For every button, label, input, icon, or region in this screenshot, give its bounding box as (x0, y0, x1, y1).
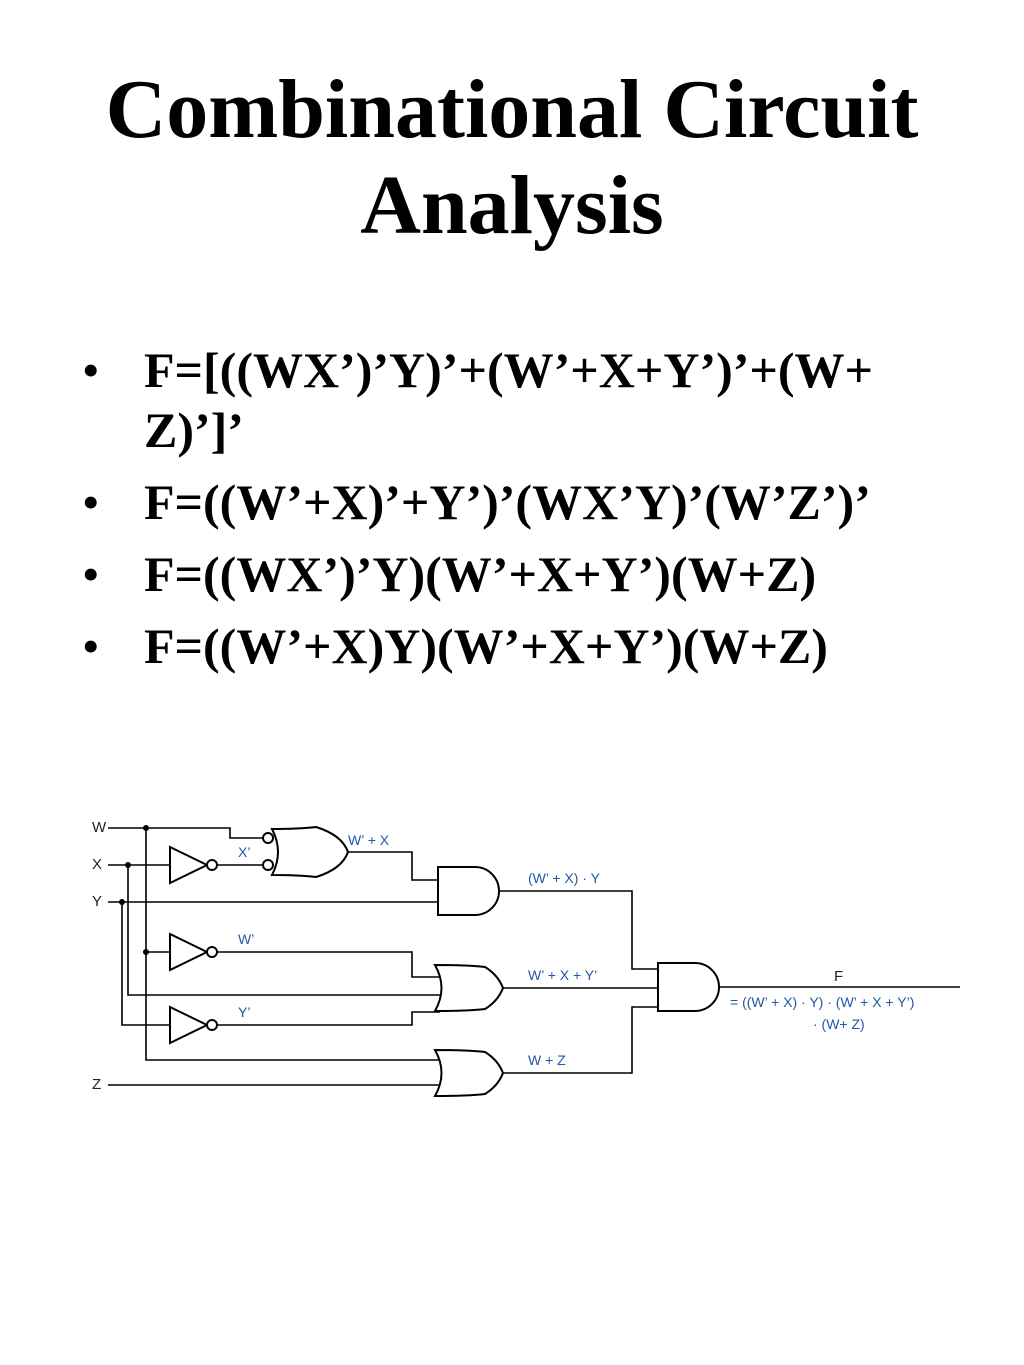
label-or1-out: W’ + X (348, 832, 390, 848)
label-output-expr-1: = ((W’ + X) · Y) · (W’ + X + Y’) (730, 994, 914, 1010)
equation-2: F=((W’+X)’+Y’)’(WX’Y)’(W’Z’)’ (144, 474, 871, 530)
wire-w-not (217, 951, 440, 978)
wire-x-bus (127, 865, 440, 996)
junction-dot (119, 899, 125, 905)
not-gate-x (169, 845, 218, 885)
wire-or1-out (348, 851, 438, 881)
and-gate-final (657, 962, 720, 1012)
wire-y-not (217, 1011, 440, 1026)
input-label-y: Y (92, 893, 102, 910)
equation-item-3: • F=((WX’)’Y)(W’+X+Y’)(W+Z) (82, 544, 942, 604)
or-gate-3 (433, 1048, 505, 1098)
equation-item-4: • F=((W’+X)Y)(W’+X+Y’)(W+Z) (82, 616, 942, 676)
label-y-not: Y’ (238, 1004, 250, 1020)
or-gate-1 (262, 825, 350, 879)
equation-item-1: • F=[((WX’)’Y)’+(W’+X+Y’)’+(W+ Z)’]’ (82, 340, 942, 460)
bullet-icon: • (82, 342, 100, 398)
equation-1-line-2: Z)’]’ (144, 402, 244, 458)
bullet-icon: • (82, 474, 100, 530)
title-line-1: Combinational Circuit (105, 63, 919, 156)
label-output-expr-2: · (W+ Z) (813, 1016, 865, 1032)
logic-circuit-diagram: W X Y Z (92, 819, 960, 1098)
title-line-2: Analysis (360, 159, 664, 252)
page-title: Combinational Circuit Analysis (0, 62, 1024, 254)
label-or3-out: W + Z (528, 1052, 566, 1068)
label-output-f: F (834, 968, 843, 985)
equation-list: • F=[((WX’)’Y)’+(W’+X+Y’)’+(W+ Z)’]’ • F… (82, 340, 942, 688)
equation-4: F=((W’+X)Y)(W’+X+Y’)(W+Z) (144, 618, 828, 674)
bullet-icon: • (82, 546, 100, 602)
junction-dot (125, 862, 131, 868)
input-label-w: W (92, 819, 107, 836)
label-x-not: X’ (238, 844, 250, 860)
input-label-x: X (92, 856, 102, 873)
equation-3: F=((WX’)’Y)(W’+X+Y’)(W+Z) (144, 546, 817, 602)
not-gate-w (169, 932, 218, 972)
label-and1-out: (W’ + X) · Y (528, 870, 601, 886)
bullet-icon: • (82, 618, 100, 674)
label-or2-out: W’ + X + Y’ (528, 967, 597, 983)
or-gate-2 (433, 963, 505, 1013)
equation-item-2: • F=((W’+X)’+Y’)’(WX’Y)’(W’Z’)’ (82, 472, 942, 532)
equation-1-line-1: F=[((WX’)’Y)’+(W’+X+Y’)’+(W+ (144, 342, 874, 398)
and-gate-1 (437, 866, 500, 916)
input-label-z: Z (92, 1076, 101, 1093)
wire-and1-out (499, 890, 658, 970)
junction-dot (143, 825, 149, 831)
wire-y-bus (121, 902, 170, 1026)
wire-w (108, 827, 262, 839)
wire-w-bus (145, 828, 442, 1061)
wire-or3-out (503, 1006, 658, 1074)
not-gate-y (169, 1005, 218, 1045)
label-w-not: W’ (238, 931, 254, 947)
